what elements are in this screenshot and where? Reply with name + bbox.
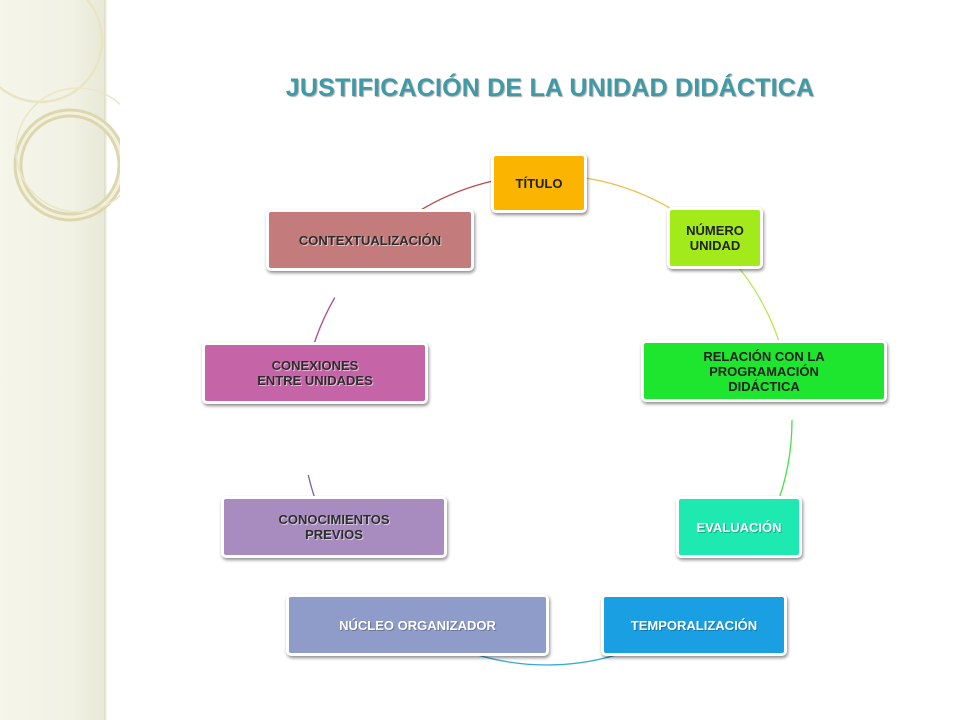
node-label-line: PROGRAMACIÓN [709,363,819,379]
node-label-line: CONTEXTUALIZACIÓN [298,232,442,248]
node-label-line: CONEXIONES [271,358,359,373]
cycle-arc [479,654,615,666]
node-titulo: TÍTULO [491,153,587,213]
node-label-line: DIDÁCTICA [728,378,800,394]
node-label-line: NÚCLEO ORGANIZADOR [339,617,496,633]
node-label-line: UNIDAD [689,238,741,253]
deco-ring-thin [15,87,120,213]
node-label-line: EVALUACIÓN [696,519,782,535]
deco-ring-large [0,0,104,104]
node-label-line: NÚMERO [686,223,744,238]
node-nucleo-organizador: NÚCLEO ORGANIZADOR [286,594,549,656]
node-evaluacion: EVALUACIÓN [676,496,802,558]
node-label-line: RELACIÓN CON LA [703,348,825,364]
cycle-arc [585,177,670,209]
node-label-line: CONOCIMIENTOS [278,512,390,527]
side-divider [104,0,107,720]
node-label: TÍTULO [516,176,563,191]
node-contextualizacion: CONTEXTUALIZACIÓN [266,209,474,271]
node-temporalizacion: TEMPORALIZACIÓN [601,594,787,656]
page-title: JUSTIFICACIÓN DE LA UNIDAD DIDÁCTICA [285,74,815,102]
node-label: EVALUACIÓN [697,520,782,535]
node-label: TEMPORALIZACIÓN [631,618,757,633]
node-label: CONTEXTUALIZACIÓN [299,233,441,248]
node-label: NÚCLEO ORGANIZADOR [339,618,496,633]
node-label-line: TEMPORALIZACIÓN [630,617,758,633]
decorative-rings [0,0,120,222]
node-label-line: TÍTULO [515,175,563,191]
cycle-arc [728,255,781,345]
node-label-line: PREVIOS [305,527,363,542]
node-label-line: ENTRE UNIDADES [257,373,373,388]
